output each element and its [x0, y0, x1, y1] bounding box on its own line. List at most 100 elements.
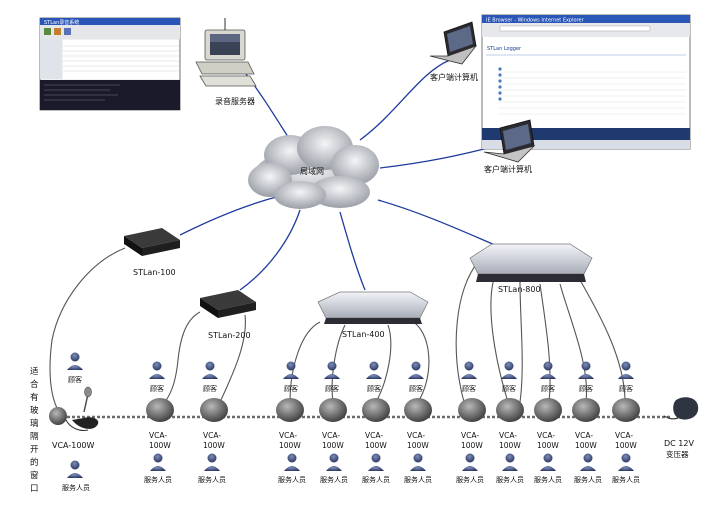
vca-mic-6: [404, 398, 432, 422]
vca-label-8b: 100W: [499, 441, 521, 450]
customer-label: 顾客: [579, 384, 593, 393]
vca-label-8a: VCA-: [499, 431, 517, 440]
caption-char-6: 隔: [30, 432, 39, 442]
vca-label-2b: 100W: [203, 441, 225, 450]
customer-label: 顾客: [409, 384, 423, 393]
cable-cloud-stlan100: [179, 195, 281, 236]
cable-stlan800-vca6: [579, 279, 626, 403]
staff-icon: [462, 453, 478, 471]
customer-label: 顾客: [68, 375, 82, 384]
staff-icon: [368, 453, 384, 471]
window-caption: 适 合 有 玻 璃 隔 开 的 窗 口: [30, 366, 39, 494]
cable-stlan400-vca4: [409, 319, 430, 403]
cable-stlan800-vca2: [490, 274, 509, 403]
customer-icon: [618, 361, 634, 379]
caption-char-4: 玻: [30, 405, 39, 416]
cable-stlan400-vca3: [375, 324, 392, 403]
staff-label: 服务人员: [534, 475, 562, 484]
caption-char-5: 璃: [30, 418, 39, 429]
vca-label-11a: VCA-: [615, 431, 633, 440]
vca-mic-7: [458, 398, 486, 422]
cable-stlan200-vca2: [219, 314, 246, 403]
staff-icon: [204, 453, 220, 471]
customer-icon: [540, 361, 556, 379]
caption-char-2: 合: [30, 379, 39, 390]
staff-label: 服务人员: [362, 475, 390, 484]
staff-icon: [540, 453, 556, 471]
vca-label-9a: VCA-: [537, 431, 555, 440]
staff-label: 服务人员: [404, 475, 432, 484]
vca-mic-1: [146, 398, 174, 422]
caption-char-8: 的: [30, 457, 39, 468]
vca-label-9b: 100W: [537, 441, 559, 450]
vca-label-4b: 100W: [322, 441, 344, 450]
staff-label: 服务人员: [496, 475, 524, 484]
customer-label: 顾客: [541, 384, 555, 393]
customer-label: 顾客: [284, 384, 298, 393]
caption-char-3: 有: [30, 392, 39, 403]
vca-mic-2: [200, 398, 228, 422]
customer-icon: [461, 361, 477, 379]
server-computer-icon: [195, 18, 257, 87]
stlan-400-device: [317, 291, 429, 324]
cable-stlan200-vca1: [164, 311, 201, 403]
customer-icon: [283, 361, 299, 379]
network-cables: [179, 59, 496, 291]
customer-icon: [578, 361, 594, 379]
vca-label-3a: VCA-: [279, 431, 297, 440]
cable-stlan400-vca1: [289, 321, 321, 403]
vca-mic-10: [572, 398, 600, 422]
cable-cloud-stlan400: [339, 211, 366, 291]
vca-label-2a: VCA-: [203, 431, 221, 440]
stlan-100-label: STLan-100: [133, 268, 176, 277]
cable-cloud-stlan800: [377, 199, 496, 246]
vca-label-1a: VCA-: [149, 431, 167, 440]
cable-stlan100-handset: [49, 247, 126, 411]
customer-label: 顾客: [325, 384, 339, 393]
customer-label: 顾客: [619, 384, 633, 393]
staff-icon: [580, 453, 596, 471]
vca-label-10b: 100W: [575, 441, 597, 450]
vca-labels: VCA-100W VCA-100W VCA-100W VCA-100W VCA-…: [149, 431, 637, 450]
customer-label: 顾客: [150, 384, 164, 393]
vca-label-1b: 100W: [149, 441, 171, 450]
client-window-title: IE Browser - Windows Internet Explorer: [486, 18, 585, 24]
customer-label: 顾客: [462, 384, 476, 393]
vca-handset-device: [49, 386, 99, 431]
power-adapter-icon: [663, 397, 699, 420]
cable-client2-cloud: [379, 147, 489, 169]
vca-mic-3: [276, 398, 304, 422]
lan-cloud-icon: [248, 126, 379, 209]
customer-icon: [408, 361, 424, 379]
vca-handset-label: VCA-100W: [52, 441, 95, 450]
caption-char-7: 开: [30, 445, 39, 455]
vca-label-6b: 100W: [407, 441, 429, 450]
staff-icon: [67, 460, 83, 478]
stlan-200-device: [200, 290, 256, 318]
vca-label-7b: 100W: [461, 441, 483, 450]
power-label-2: 变压器: [666, 449, 689, 459]
cable-stlan800-vca4: [539, 283, 551, 403]
server-window-title: STLan录音系统: [44, 19, 79, 26]
customer-icon: [366, 361, 382, 379]
cable-stlan800-vca3: [519, 281, 523, 403]
stlan-100-device: [124, 228, 180, 256]
cable-client1-cloud: [359, 59, 451, 141]
caption-char-1: 适: [30, 366, 39, 377]
customer-icon: [67, 352, 83, 370]
staff: 服务人员 服务人员 服务人员 服务人员 服务人员 服务人员 服务人员 服务人员 …: [62, 453, 640, 492]
staff-label: 服务人员: [456, 475, 484, 484]
vca-label-3b: 100W: [279, 441, 301, 450]
vca-label-6a: VCA-: [407, 431, 425, 440]
staff-icon: [618, 453, 634, 471]
vca-mic-8: [496, 398, 524, 422]
vca-label-10a: VCA-: [575, 431, 593, 440]
customer-label: 顾客: [502, 384, 516, 393]
vca-label-5a: VCA-: [365, 431, 383, 440]
vca-cables: [49, 247, 626, 411]
customer-label: 顾客: [367, 384, 381, 393]
cloud-label: 局域网: [300, 166, 324, 176]
vca-label-4a: VCA-: [322, 431, 340, 440]
client-label-2: 客户端计算机: [484, 164, 532, 174]
